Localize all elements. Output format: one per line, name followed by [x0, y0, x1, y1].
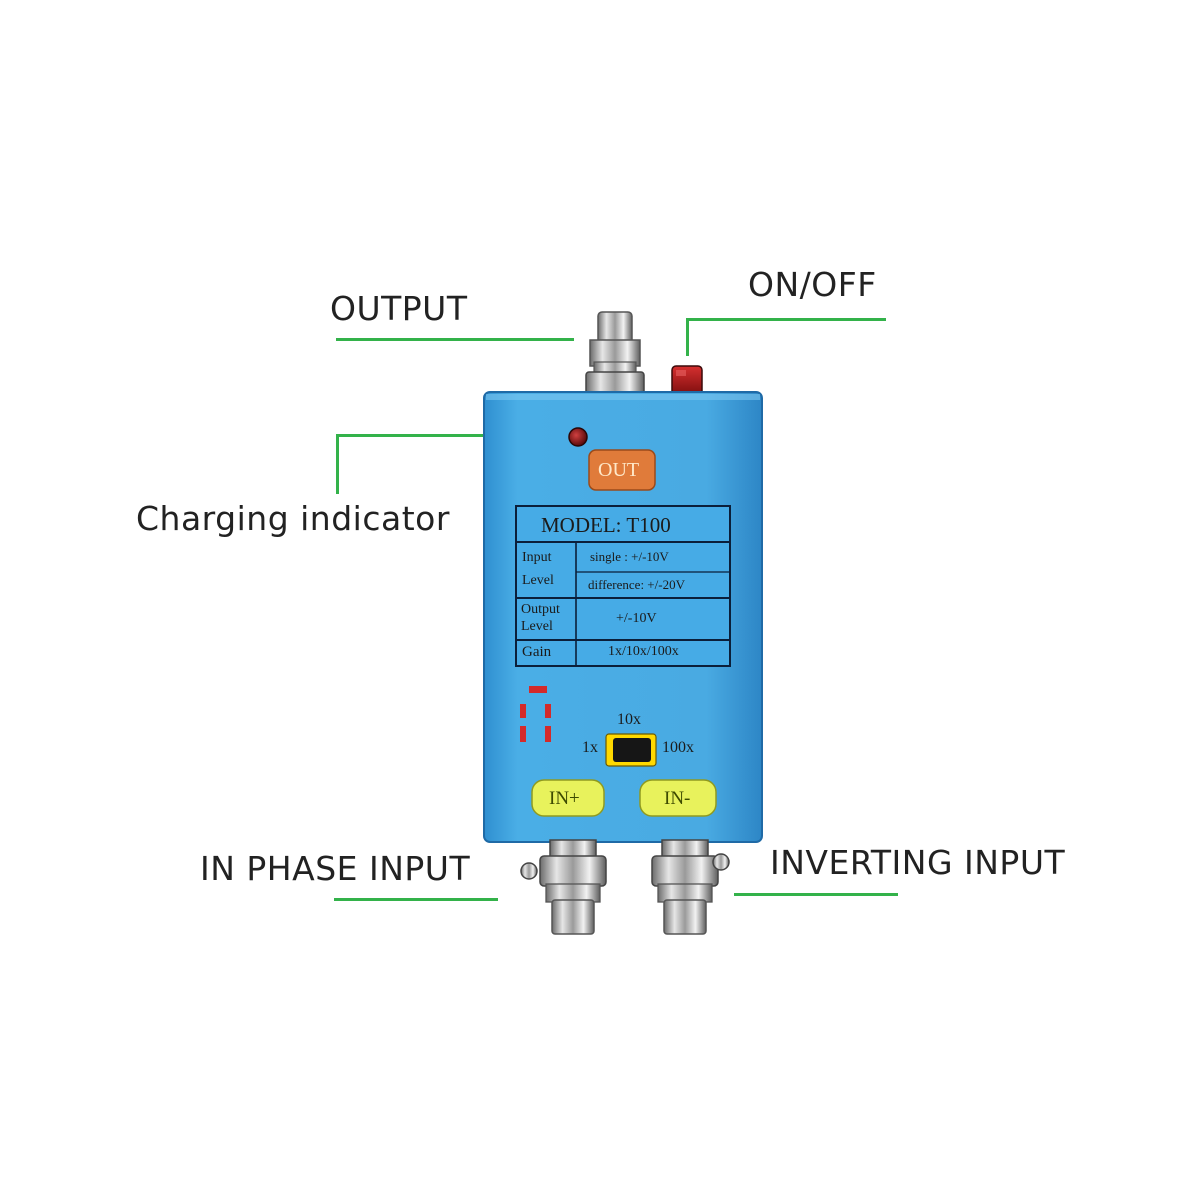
- callout-in-phase-input: IN PHASE INPUT: [200, 849, 471, 888]
- out-button[interactable]: OUT: [598, 459, 640, 481]
- gain-slide-switch: [605, 733, 657, 767]
- callout-line-in-phase: [334, 898, 498, 901]
- output-bnc-connector: [585, 311, 645, 397]
- callout-charging-indicator: Charging indicator: [136, 499, 450, 538]
- output-level-label-line2: Level: [521, 619, 553, 634]
- callout-line-output: [336, 338, 574, 341]
- in-plus-button[interactable]: IN+: [549, 788, 580, 809]
- gain-value: 1x/10x/100x: [608, 644, 679, 659]
- callout-inverting-input: INVERTING INPUT: [770, 843, 1066, 882]
- gain-indicator-marks: [520, 686, 551, 742]
- input-level-difference: difference: +/-20V: [588, 577, 685, 592]
- in-plus-button-shape: [531, 779, 605, 817]
- callout-output: OUTPUT: [330, 289, 468, 328]
- out-button-shape: [588, 449, 656, 491]
- gain-label: Gain: [522, 644, 552, 660]
- gain-switch-100x: 100x: [662, 739, 694, 756]
- in-minus-button[interactable]: IN-: [664, 788, 691, 809]
- input-level-single: single : +/-10V: [590, 549, 669, 564]
- in-minus-button-shape: [639, 779, 717, 817]
- gain-switch-10x: 10x: [617, 711, 641, 728]
- charging-led: [568, 427, 588, 447]
- output-level-value: +/-10V: [616, 611, 657, 626]
- input-level-label-line1: Input: [522, 550, 552, 565]
- spec-table: [515, 505, 731, 667]
- callout-line-on-off-v: [686, 318, 689, 356]
- inverting-bnc-connector: [651, 839, 730, 935]
- callout-line-charging-h: [336, 434, 550, 437]
- callout-on-off: ON/OFF: [748, 265, 877, 304]
- callout-line-inverting: [734, 893, 898, 896]
- input-level-label-line2: Level: [522, 573, 554, 588]
- output-level-label-line1: Output: [521, 602, 560, 617]
- in-phase-bnc-connector: [520, 839, 607, 935]
- gain-switch-toggle[interactable]: [606, 734, 656, 766]
- model-label: MODEL: T100: [541, 513, 671, 537]
- gain-switch-1x: 1x: [582, 739, 598, 756]
- callout-line-charging-v: [336, 434, 339, 494]
- callout-line-on-off-h: [686, 318, 886, 321]
